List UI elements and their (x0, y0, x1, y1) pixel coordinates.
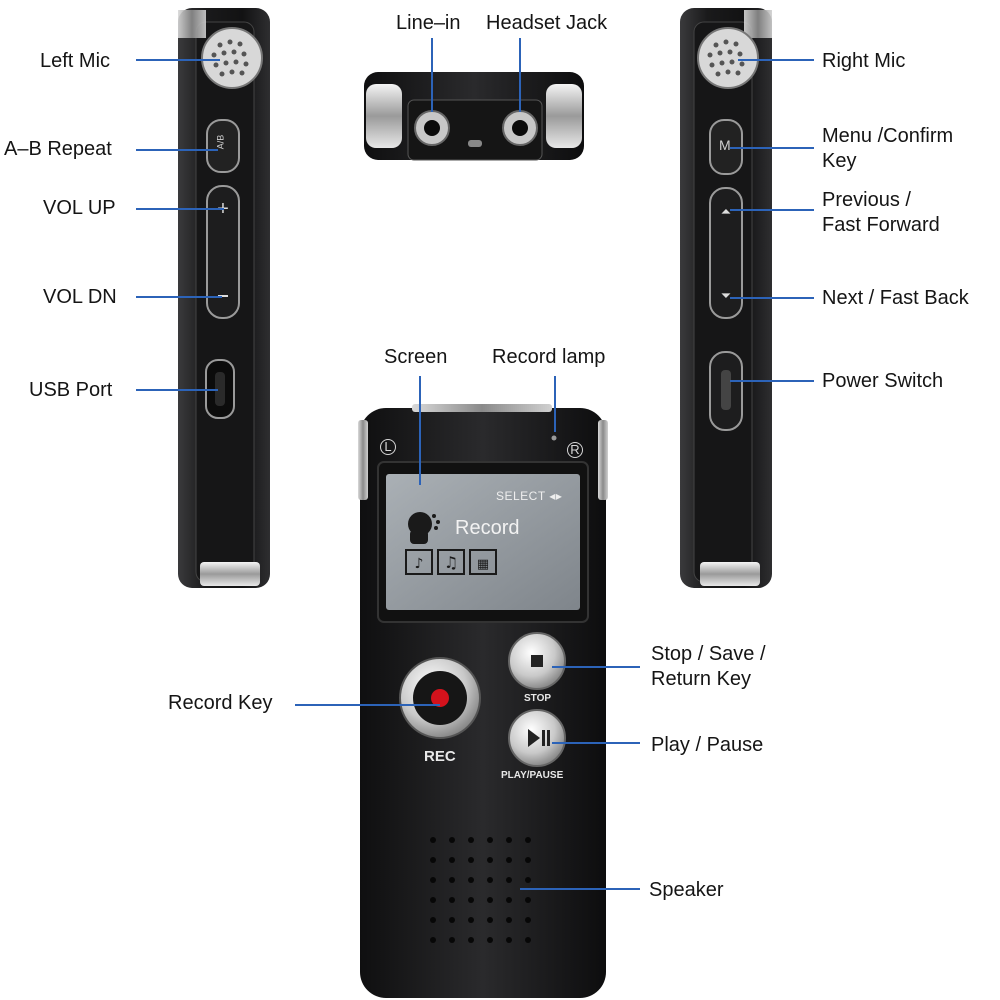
front-device: ♪ ♫ ▦ (358, 404, 608, 998)
leader-lines (136, 38, 814, 890)
left-mic-grille (201, 27, 263, 89)
label-screen: Screen (384, 346, 448, 368)
label-headset-jack: Headset Jack (486, 12, 608, 34)
label-record-lamp: Record lamp (492, 346, 606, 368)
speaking-head-icon (408, 512, 440, 544)
label-record-key: Record Key (168, 692, 273, 714)
previous-icon: ⏶ (721, 205, 731, 220)
screen-mode-text: Record (455, 517, 520, 539)
play-button-label: PLAY/PAUSE (501, 770, 564, 781)
label-vol-dn: VOL DN (43, 286, 117, 308)
stop-icon (531, 655, 543, 667)
lcd-screen (386, 474, 580, 610)
label-usb-port: USB Port (29, 379, 113, 401)
label-menu-confirm: Menu /Confirm Key (822, 125, 954, 172)
music-mode-icon (437, 549, 465, 575)
menu-key-label: M (719, 137, 731, 153)
right-channel-label: R (567, 442, 583, 458)
label-vol-up: VOL UP (43, 197, 116, 219)
label-play-pause: Play / Pause (651, 734, 764, 756)
top-view-device (364, 72, 584, 161)
right-mic-grille (697, 27, 759, 89)
record-lamp (551, 435, 557, 441)
speaker-grille (430, 837, 531, 943)
label-next: Next / Fast Back (822, 287, 969, 309)
label-speaker: Speaker (649, 879, 724, 901)
label-ab-repeat: A–B Repeat (4, 138, 112, 160)
left-channel-label: L (380, 439, 396, 455)
label-right-mic: Right Mic (822, 50, 906, 72)
left-side-device: + (178, 8, 270, 588)
label-previous: Previous / Fast Forward (822, 189, 940, 236)
settings-mode-icon (469, 549, 497, 575)
svg-text:▦: ▦ (477, 557, 489, 572)
ab-repeat-key[interactable] (206, 119, 240, 173)
prev-next-rocker[interactable] (709, 187, 743, 319)
ab-key-label: A/B (215, 134, 226, 150)
next-icon: ⏷ (721, 289, 731, 304)
record-mode-icon (405, 549, 433, 575)
svg-text:♫: ♫ (444, 553, 458, 572)
play-icon (528, 729, 540, 747)
label-line-in: Line–in (396, 12, 461, 34)
label-stop-save: Stop / Save / Return Key (651, 643, 766, 690)
volume-rocker[interactable] (206, 185, 240, 319)
screen-select-text: SELECT ◂▸ (496, 489, 563, 503)
label-power-switch: Power Switch (822, 370, 944, 392)
stop-button-label: STOP (524, 693, 552, 704)
right-side-device: ⏶ ⏷ (680, 8, 772, 588)
rec-dot-icon (431, 689, 449, 707)
svg-text:♪: ♪ (415, 556, 424, 572)
rec-button-label: REC (424, 748, 456, 765)
label-left-mic: Left Mic (40, 50, 111, 72)
